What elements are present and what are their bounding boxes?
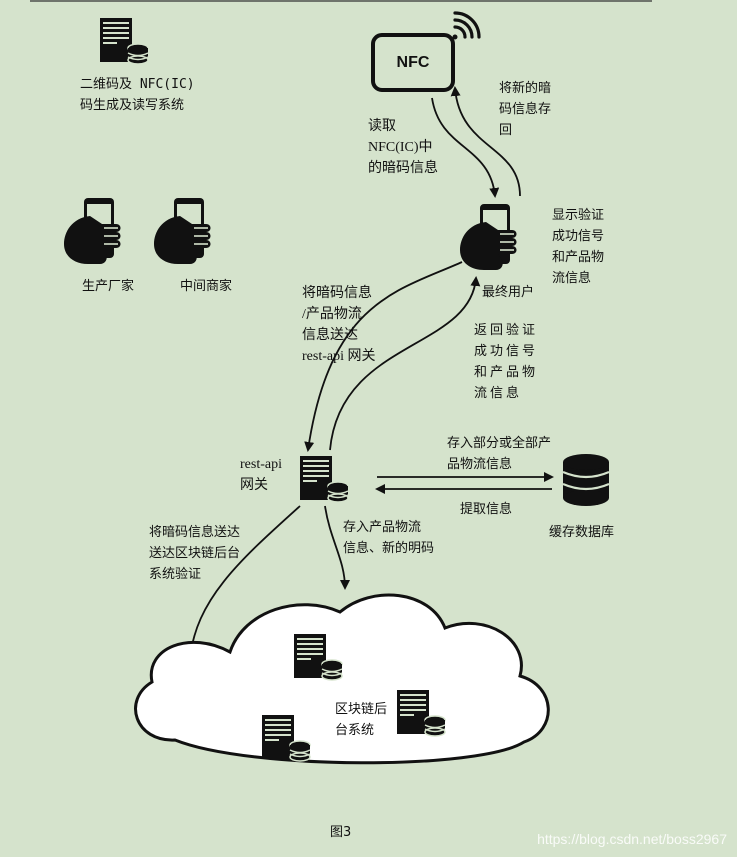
display-verify-label: 显示验证 成功信号 和产品物 流信息 <box>552 208 605 286</box>
arrow-return-verify <box>329 276 481 451</box>
read-nfc-label: 读取 NFC(IC)中 的暗码信息 <box>368 119 438 176</box>
gateway-label: rest-api 网关 <box>240 457 282 493</box>
blockchain-label: 区块链后 台系统 <box>335 702 388 738</box>
nfc-tag-icon <box>371 33 455 92</box>
cache-db-label: 缓存数据库 <box>549 525 615 540</box>
system-label: 二维码及 NFC(IC) 码生成及读写系统 <box>80 77 195 113</box>
end-user-phone-icon <box>459 203 518 271</box>
arrow-store-to-blockchain <box>324 505 350 590</box>
figure-caption: 图3 <box>330 825 352 840</box>
send-to-blockchain-label: 将暗码信息送达 送达区块链后台 系统验证 <box>149 525 241 582</box>
middleman-phone-icon <box>153 197 212 265</box>
fetch-info-label: 提取信息 <box>460 502 513 517</box>
arrow-read-nfc <box>431 97 500 198</box>
end-user-label: 最终用户 <box>482 285 535 300</box>
arrow-send-to-blockchain <box>185 505 301 662</box>
middleman-label: 中间商家 <box>180 279 233 294</box>
write-back-label: 将新的暗 码信息存 回 <box>499 81 552 138</box>
nfc-tag-label: NFC <box>396 54 430 71</box>
store-partial-label: 存入部分或全部产 品物流信息 <box>447 436 552 472</box>
arrow-send-to-gateway <box>304 261 463 452</box>
watermark: https://blog.csdn.net/boss2967 <box>537 831 727 847</box>
producer-phone-icon <box>63 197 122 265</box>
producer-label: 生产厂家 <box>82 279 135 294</box>
wireless-signal-icon <box>452 11 481 40</box>
system-server-icon <box>99 17 149 65</box>
gateway-server-icon <box>299 455 349 503</box>
arrow-write-back <box>450 86 521 197</box>
send-to-gateway-label: 将暗码信息 /产品物流 信息送达 rest-api 网关 <box>302 286 376 364</box>
cache-database-icon <box>562 454 610 506</box>
store-to-blockchain-label: 存入产品物流 信息、新的明码 <box>343 520 435 556</box>
return-verify-label: 返回验证 成功信号 和产品物 流信息 <box>474 323 539 401</box>
